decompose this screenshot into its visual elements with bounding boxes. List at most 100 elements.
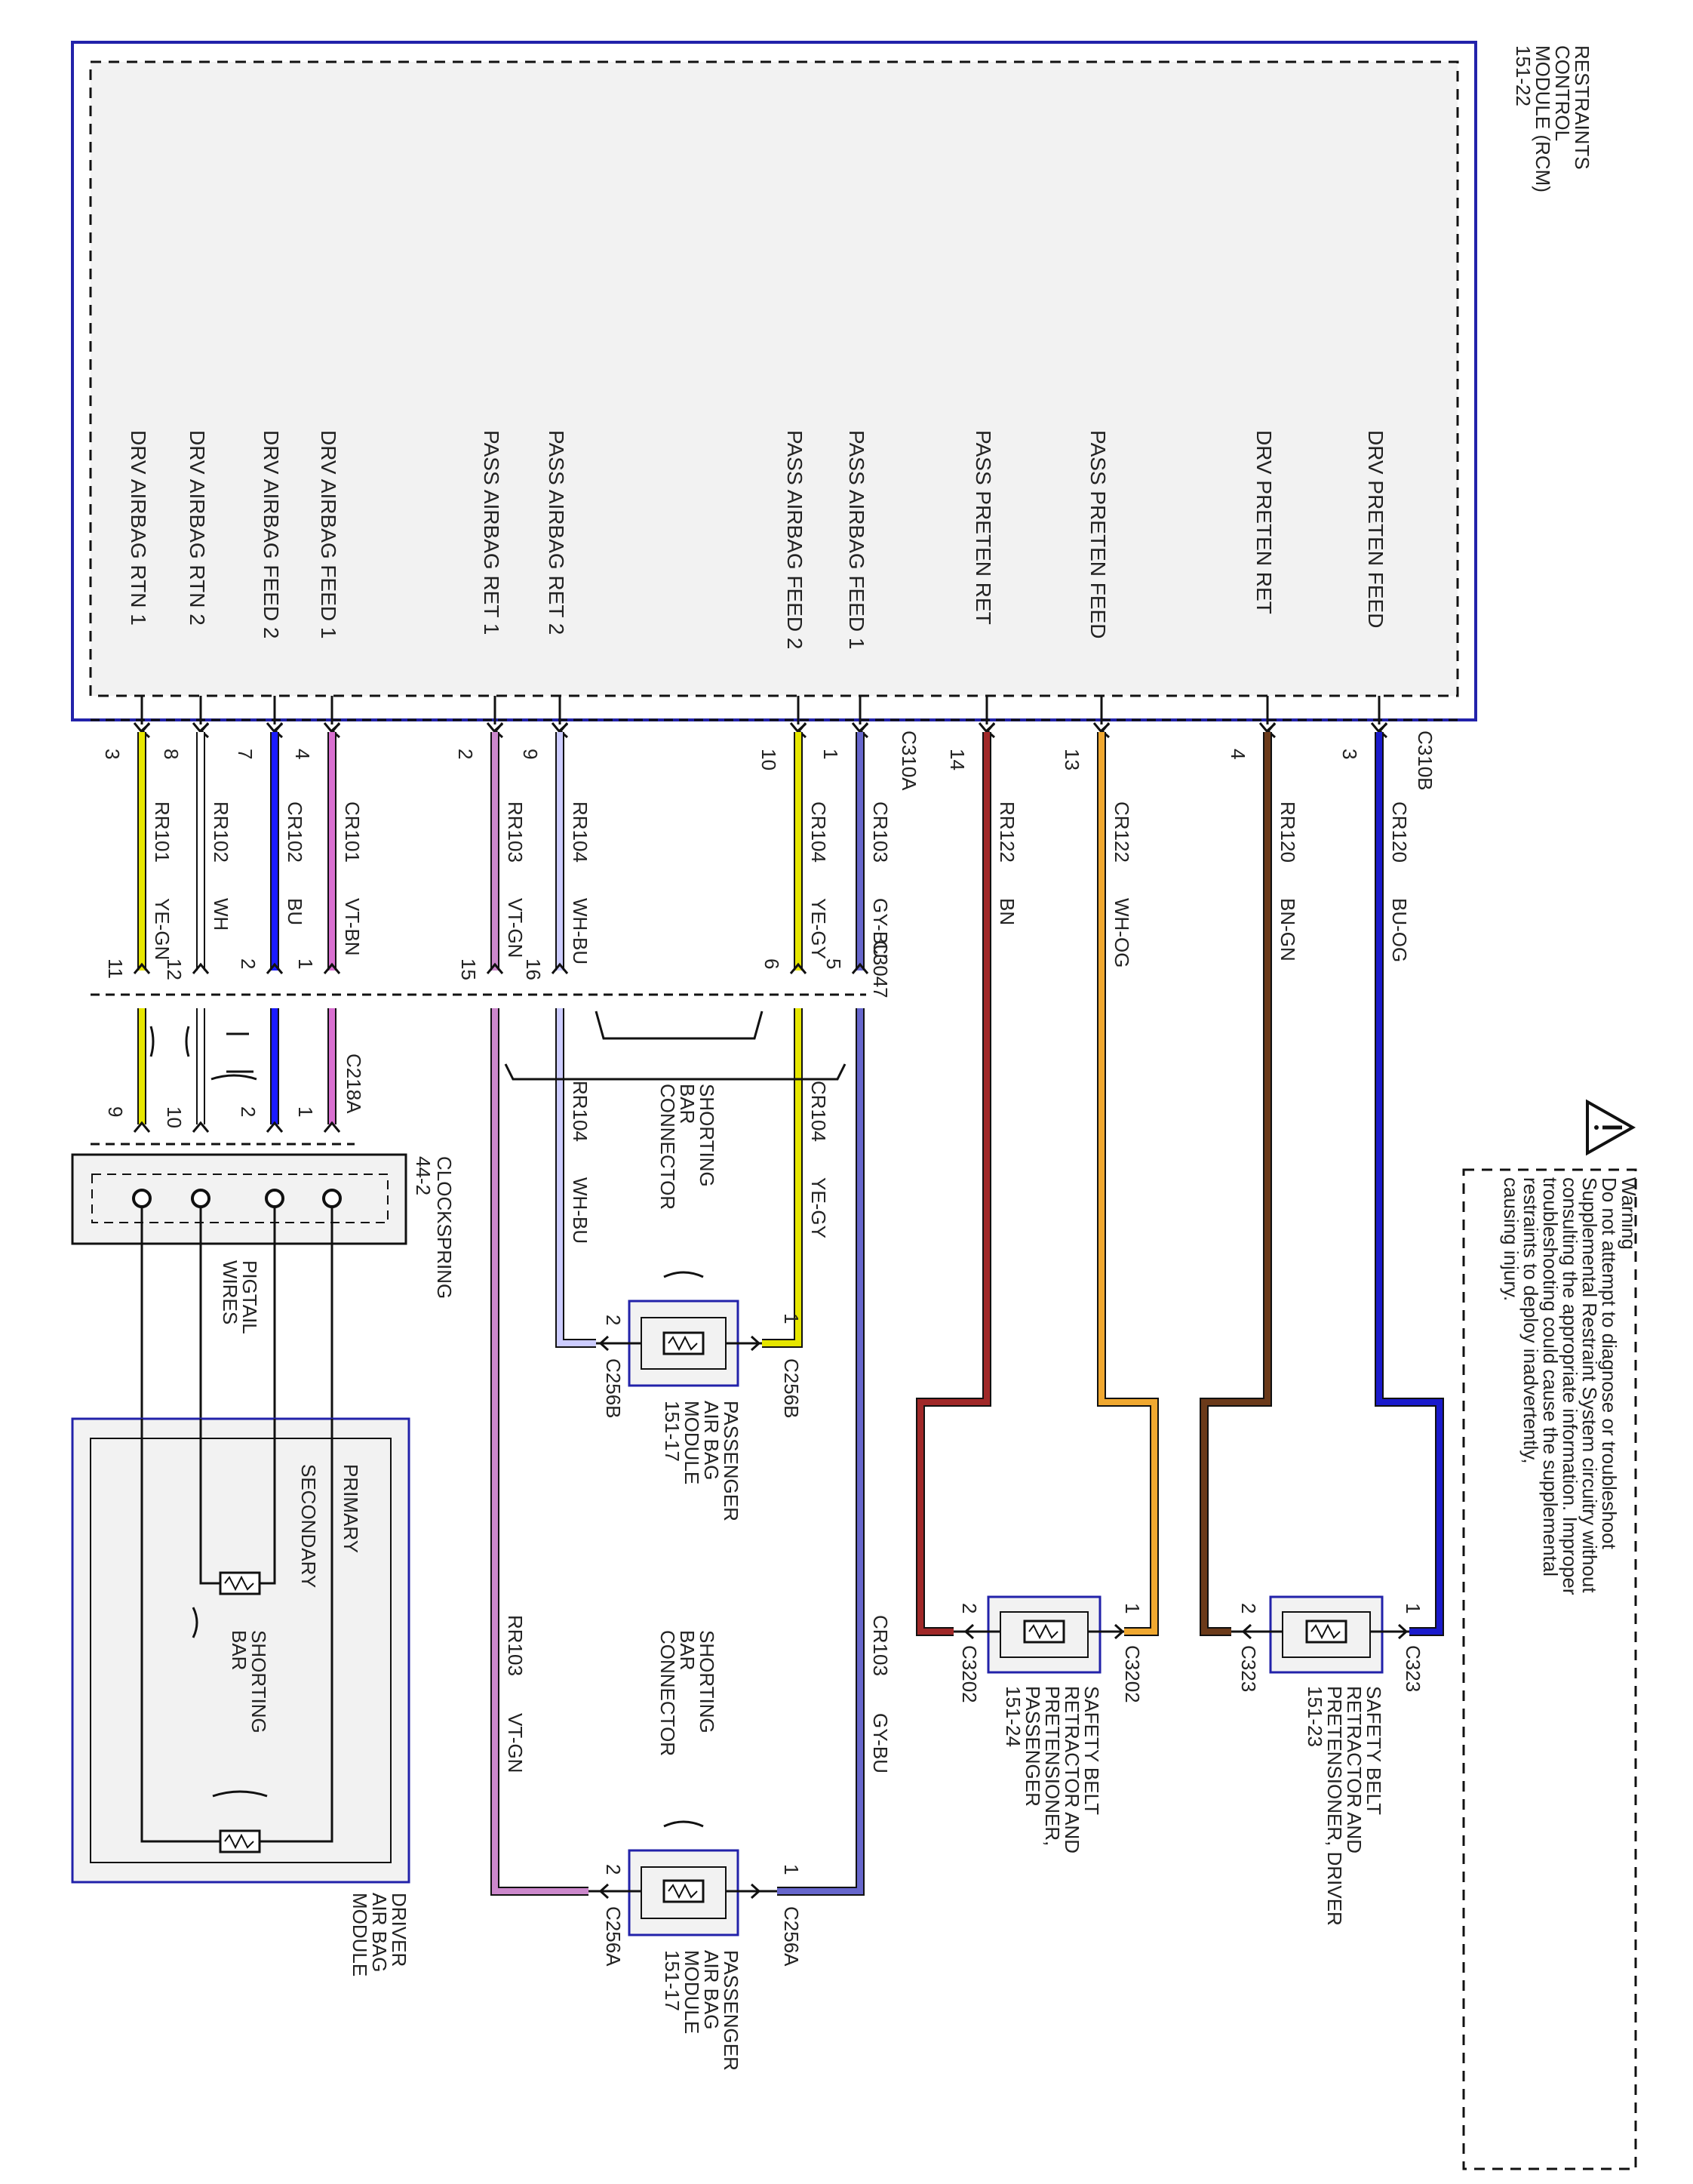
rcm-pin-label: PASS AIRBAG RET 2 xyxy=(545,430,568,635)
clockspring-pin-arrow xyxy=(192,1121,210,1133)
clockspring-pin-number: 1 xyxy=(294,1106,317,1117)
inline-pin-arrow xyxy=(551,962,569,974)
c256a-arrow xyxy=(598,1883,610,1899)
clockspring-label: 44-2 xyxy=(412,1156,435,1195)
c323-arrow xyxy=(1241,1623,1252,1640)
rcm-pin-label: PASS PRETEN RET xyxy=(972,430,995,625)
rcm-name-line: 151-22 xyxy=(1512,45,1535,106)
wire-cr122-outline xyxy=(1097,732,1159,1636)
wire-color-code: BN xyxy=(996,898,1019,925)
circuit-id: RR122 xyxy=(996,801,1019,863)
circuit-id: CR103 xyxy=(869,801,892,863)
rcm-name-line: CONTROL xyxy=(1551,45,1574,141)
circuit-id: CR102 xyxy=(284,801,306,863)
pass-airbag-b-label: AIR BAG xyxy=(700,1401,723,1480)
pass-airbag-b-squib xyxy=(662,1331,705,1355)
shorting-bar-connector-label: SHORTING xyxy=(696,1084,718,1187)
wire-color-code: YE-GN xyxy=(151,898,174,960)
inline-pin-number: 1 xyxy=(294,958,317,969)
rcm-pin-number: 3 xyxy=(1338,749,1361,759)
inline-pin-arrow xyxy=(486,962,504,974)
wire-color-code: BN-GN xyxy=(1277,898,1299,961)
circuit-id: RR102 xyxy=(210,801,232,863)
rcm-pin-number: 4 xyxy=(1227,749,1249,759)
belt-pass-label: PASSENGER xyxy=(1022,1686,1044,1807)
wire-color-code: BU xyxy=(284,898,306,925)
inline-pin-arrow xyxy=(192,962,210,974)
wire-color-code: WH-OG xyxy=(1111,898,1133,967)
pass-airbag-b-squib-zigzag xyxy=(668,1335,698,1352)
clockspring-terminal xyxy=(191,1189,210,1208)
pass-airbag-a-body xyxy=(628,1849,739,1936)
clockspring-terminal xyxy=(322,1189,342,1208)
wire-color-code: VT-GN xyxy=(504,1713,527,1773)
connector-c323: C323 xyxy=(1402,1645,1424,1692)
wire-color-code: YE-GY xyxy=(807,1177,830,1238)
secondary-lead xyxy=(199,1419,226,1585)
clockspring-label: CLOCKSPRING xyxy=(433,1156,456,1299)
shorting-bar-connector-label: BAR xyxy=(676,1630,699,1670)
wire-cr120 xyxy=(1376,732,1443,1635)
connector-c256a: C256A xyxy=(602,1906,625,1967)
circuit-id: RR103 xyxy=(504,1615,527,1676)
rcm-pin-label: PASS AIRBAG RET 1 xyxy=(480,430,503,635)
clockspring-pin-number: 10 xyxy=(163,1106,186,1128)
rcm-pin-label: PASS AIRBAG FEED 1 xyxy=(845,430,868,649)
clockspring-body xyxy=(71,1153,407,1245)
clockspring-pin-number: 9 xyxy=(104,1106,127,1117)
pass-airbag-a-label: AIR BAG xyxy=(700,1950,723,2029)
belt-drv-label: PRETENSIONER, DRIVER xyxy=(1323,1686,1346,1926)
wire-color-code: BU-OG xyxy=(1388,898,1411,962)
primary-lead xyxy=(260,1419,333,1843)
wire-color-code: WH-BU xyxy=(569,898,591,964)
connector-c256b: C256B xyxy=(780,1358,803,1419)
pass-airbag-b-label: MODULE xyxy=(681,1401,703,1484)
c323-arrow xyxy=(1397,1623,1409,1640)
circuit-id: RR120 xyxy=(1277,801,1299,863)
wire-color-code: GY-BU xyxy=(869,898,892,958)
primary-squib xyxy=(219,1829,261,1853)
rcm-pin-number: 8 xyxy=(160,749,183,759)
pass-airbag-a-squib-zigzag xyxy=(668,1883,698,1899)
pass-airbag-b-label: 151-17 xyxy=(661,1401,684,1462)
pin-number: 2 xyxy=(958,1603,981,1613)
rcm-pin-label: PASS AIRBAG FEED 2 xyxy=(783,430,807,649)
inline-pin-arrow xyxy=(323,962,341,974)
shield-bracket xyxy=(149,1026,253,1073)
rcm-pin-number: 10 xyxy=(757,749,780,771)
clockspring-pin-number: 2 xyxy=(237,1106,260,1117)
shorting-bar-connector-label: CONNECTOR xyxy=(656,1630,679,1756)
driver-airbag-label: AIR BAG xyxy=(368,1893,391,1972)
wire-rr104-lower-outline xyxy=(555,1008,596,1348)
pin-number: 2 xyxy=(602,1315,625,1325)
warning-text-line: troubleshooting could cause the suppleme… xyxy=(1539,1177,1562,1576)
rcm-pin-label: DRV AIRBAG RTN 1 xyxy=(127,430,150,626)
secondary-lead xyxy=(257,1419,276,1585)
wire-cr122 xyxy=(1098,732,1157,1635)
warning-triangle-icon-dot xyxy=(1594,1125,1599,1130)
primary-label: PRIMARY xyxy=(340,1464,362,1553)
rcm-pin-label: PASS PRETEN FEED xyxy=(1086,430,1110,638)
inline-pin-arrow xyxy=(851,962,869,974)
belt-drv-squib xyxy=(1305,1620,1347,1644)
connector-c218a: C218A xyxy=(343,1054,365,1114)
connector-c3047: C3047 xyxy=(869,940,892,998)
rcm-pin-label: DRV AIRBAG FEED 1 xyxy=(317,430,340,638)
wire-cr104-lower-outline xyxy=(762,1008,803,1348)
rcm-pin-number: 3 xyxy=(101,749,124,759)
wire-color-code: VT-BN xyxy=(341,898,364,956)
pin-number: 2 xyxy=(602,1864,625,1875)
rcm-name-line: RESTRAINTS xyxy=(1571,45,1593,170)
inline-pin-number: 5 xyxy=(822,958,845,969)
clockspring-pin-arrow xyxy=(266,1121,284,1133)
circuit-id: CR104 xyxy=(807,801,830,863)
shorting-bar-bracket xyxy=(504,1063,847,1081)
circuit-id: CR122 xyxy=(1111,801,1133,863)
secondary-squib xyxy=(219,1571,261,1595)
c3202-arrow xyxy=(963,1623,975,1640)
clockspring-terminal xyxy=(265,1189,284,1208)
wire-color-code: WH-BU xyxy=(569,1177,591,1244)
circuit-id: RR101 xyxy=(151,801,174,863)
circuit-id: CR103 xyxy=(869,1615,892,1676)
wire-color-code: VT-GN xyxy=(504,898,527,958)
